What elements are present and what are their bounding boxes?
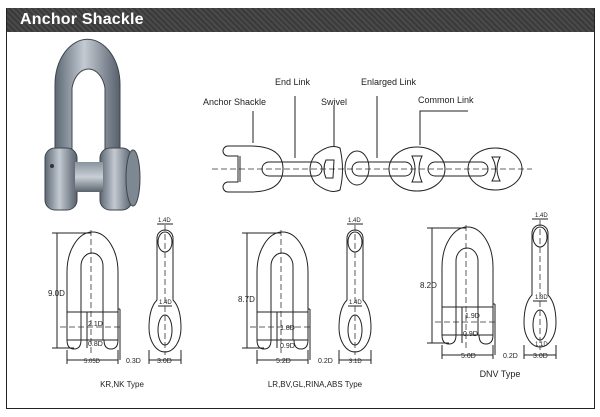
dim-pin-offset: 0.2D — [503, 353, 518, 360]
dim-height: 8.2D — [420, 281, 437, 290]
dim-leg: 0.9D — [463, 331, 478, 338]
type-label: LR,BV,GL,RINA,ABS Type — [268, 380, 363, 389]
dim-eye: 1.4D — [159, 300, 172, 306]
chain-diagram: Anchor Shackle End Link Swivel Enlarged … — [203, 77, 532, 193]
label-swivel: Swivel — [321, 97, 347, 107]
shackle-drawing-kr-nk: 9.0D 5.05D 0.3D 2.1D 0.8D 1.4D 1.4D 3.0D… — [48, 218, 182, 389]
label-end-link: End Link — [275, 77, 311, 87]
dim-eye-bottom: 1.1D — [535, 342, 548, 348]
dim-leg: 0.9D — [280, 343, 295, 350]
dim-side-width: 3.1D — [349, 359, 362, 365]
dim-height: 8.7D — [238, 295, 255, 304]
label-enlarged-link: Enlarged Link — [361, 77, 417, 87]
shackle-photo — [44, 38, 141, 211]
label-anchor-shackle: Anchor Shackle — [203, 97, 266, 107]
type-label: DNV Type — [480, 369, 521, 379]
section-header: Anchor Shackle — [6, 8, 594, 32]
dim-side-width: 3.0D — [157, 358, 172, 365]
dim-eye: 1.4D — [349, 300, 362, 306]
shackle-drawing-dnv: 8.2D 5.0D 0.2D 1.9D 0.9D 1.4D 1.3D 1.1D … — [420, 213, 557, 379]
dim-width: 5.2D — [276, 358, 291, 365]
dim-eye: 1.3D — [535, 295, 548, 301]
dim-pin-offset: 0.3D — [126, 358, 141, 365]
end-link-shape — [261, 161, 323, 177]
label-common-link: Common Link — [418, 95, 474, 105]
dim-top: 1.4D — [158, 218, 171, 224]
shackle-drawing-lr-bv: 8.7D 5.2D 0.2D 1.8D 0.9D 1.4D 1.4D 3.1D … — [238, 218, 372, 389]
dim-pin-offset: 0.2D — [318, 358, 333, 365]
dim-top: 1.4D — [348, 218, 361, 224]
dim-height: 9.0D — [48, 289, 65, 298]
dim-pin: 2.1D — [88, 321, 103, 328]
dim-leg: 0.8D — [88, 341, 103, 348]
type-label: KR,NK Type — [100, 380, 144, 389]
dim-pin: 1.8D — [280, 325, 295, 332]
enlarged-link-shape — [351, 161, 413, 177]
common-link-shape — [388, 146, 446, 192]
dim-side-width: 3.0D — [533, 353, 548, 360]
dim-top: 1.4D — [535, 213, 548, 219]
content-frame — [6, 8, 595, 409]
dim-width: 5.0D — [461, 353, 476, 360]
section-title: Anchor Shackle — [20, 11, 144, 28]
dim-width: 5.05D — [84, 359, 101, 365]
anchor-shackle-shape — [222, 145, 284, 193]
dim-pin: 1.9D — [465, 313, 480, 320]
